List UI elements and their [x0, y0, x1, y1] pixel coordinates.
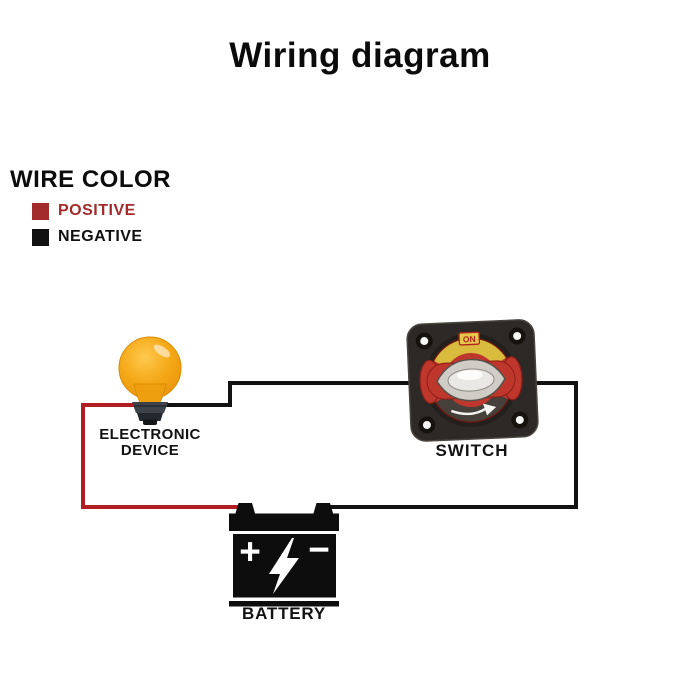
battery-plus-symbol: + [239, 531, 261, 572]
legend-label-positive: POSITIVE [58, 202, 136, 219]
battery-positive-terminal [235, 503, 256, 515]
page-title: Wiring diagram [229, 36, 491, 75]
device-label-line2: DEVICE [120, 442, 180, 459]
device-label-line1: ELECTRONIC [99, 426, 201, 443]
electronic-device-label: ELECTRONIC DEVICE [75, 427, 225, 459]
switch-screw-holes [415, 327, 529, 434]
legend-label-negative: NEGATIVE [58, 228, 143, 245]
switch-label: SWITCH [435, 441, 509, 460]
rotation-arrow-head [483, 403, 497, 416]
switch-on-sector [433, 338, 507, 368]
wire-color-legend: WIRE COLOR POSITIVE NEGATIVE [10, 166, 171, 246]
negative-swatch-icon [32, 228, 49, 246]
lightning-bolt-icon [269, 538, 299, 594]
positive-wire [81, 403, 242, 509]
legend-item-positive: POSITIVE [32, 202, 171, 220]
on-indicator [458, 331, 481, 346]
battery-negative-terminal [313, 503, 334, 515]
switch-lever [436, 358, 506, 402]
positive-swatch-icon [32, 202, 49, 220]
on-indicator-text: ON [463, 334, 476, 345]
legend-item-negative: NEGATIVE [32, 228, 171, 246]
negative-wire-device-to-switch [160, 381, 414, 407]
switch-off-sector [435, 392, 509, 423]
rotation-arrow-icon [450, 407, 487, 416]
legend-heading: WIRE COLOR [10, 166, 171, 193]
battery-switch-icon: ON [406, 319, 539, 442]
battery-minus-symbol: − [308, 529, 330, 570]
negative-wire-switch-to-battery [330, 381, 578, 509]
light-bulb-icon [118, 336, 182, 425]
battery-icon: + − [229, 503, 339, 607]
battery-label: BATTERY [242, 604, 326, 623]
